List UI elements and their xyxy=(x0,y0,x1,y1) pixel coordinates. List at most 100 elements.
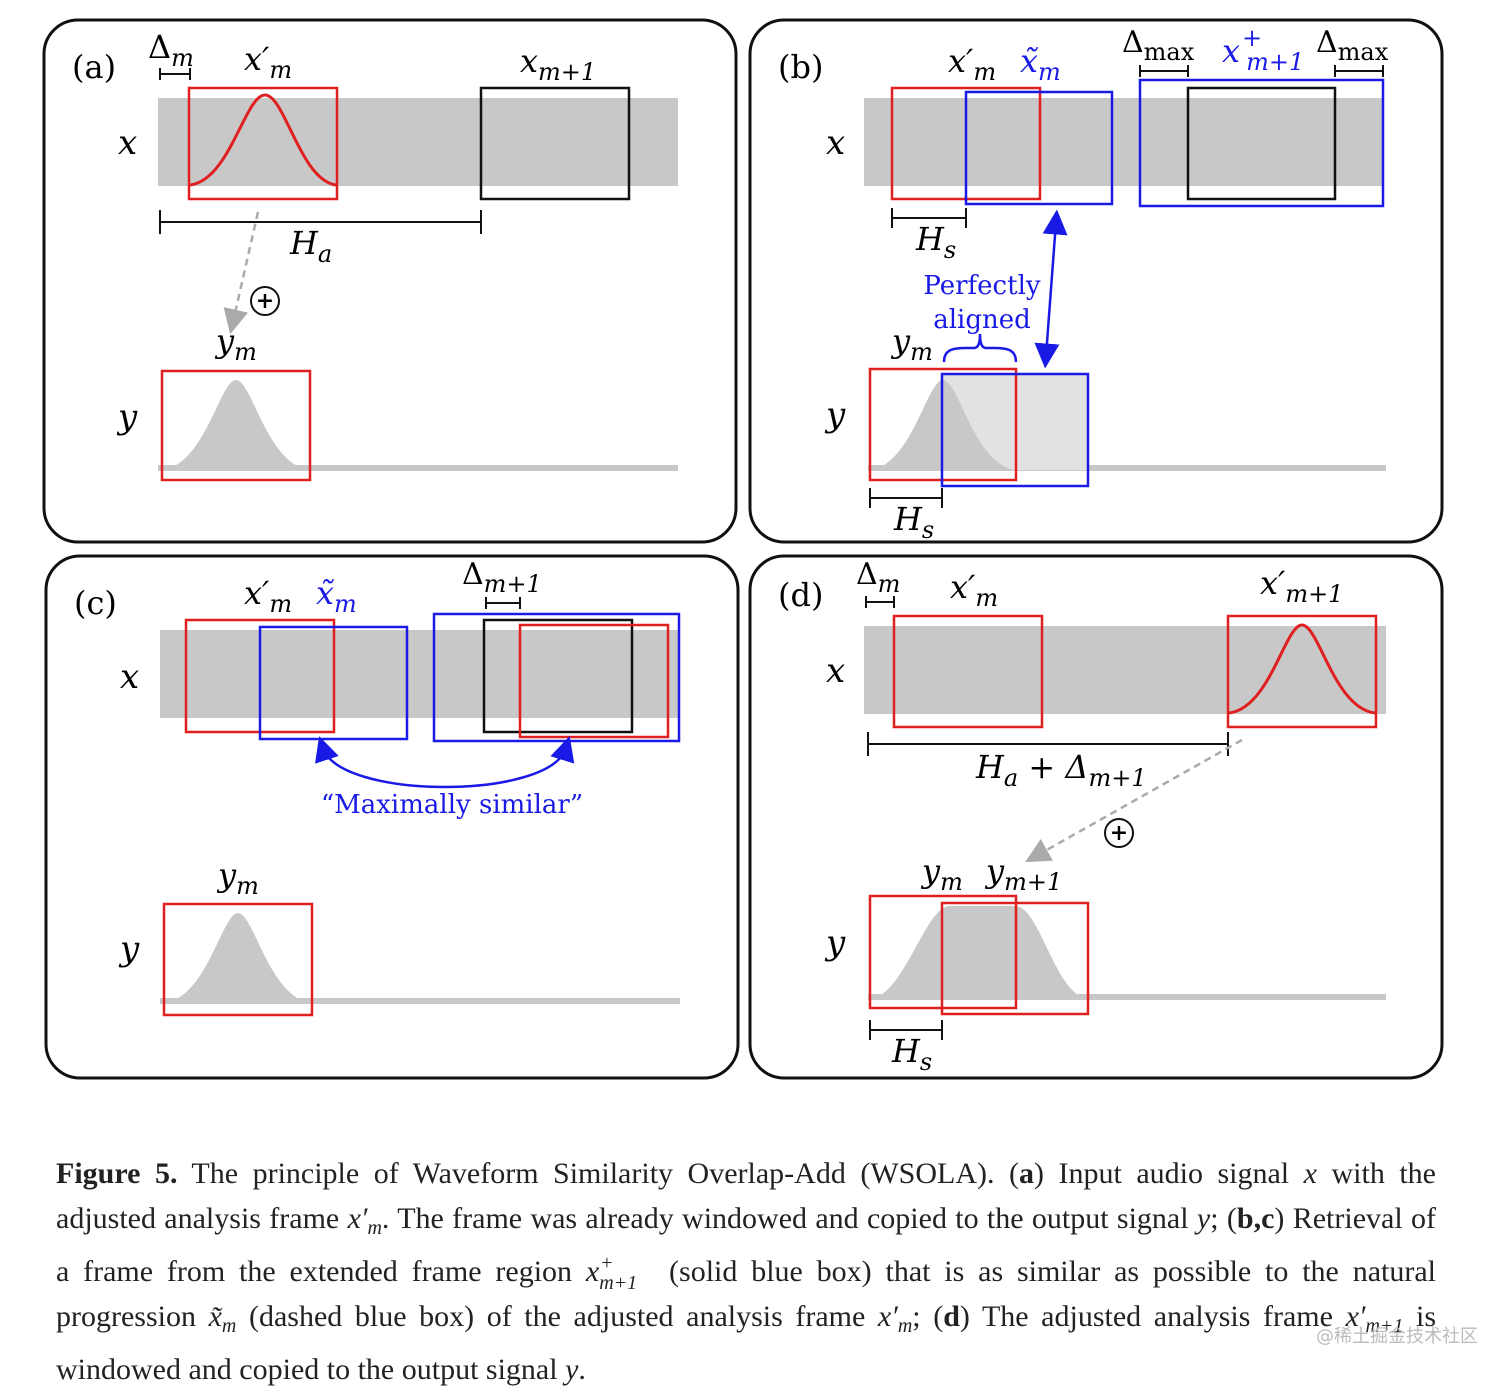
caption-y: y xyxy=(1196,1201,1211,1235)
figure-caption: Figure 5. The principle of Waveform Simi… xyxy=(56,1152,1436,1393)
panel-a-delta-label: Δm xyxy=(148,28,194,72)
caption-xp-sup: + xyxy=(601,1252,613,1274)
panel-a-next-frame-box xyxy=(479,86,631,201)
panel-b-alignment-brace xyxy=(942,333,1018,363)
panel-a-ha-label: Ha xyxy=(289,224,332,268)
caption-text-8: (dashed blue box) of the adjusted analys… xyxy=(236,1299,878,1333)
caption-xm-sub: m xyxy=(367,1216,382,1239)
panel-c-ym-label: ym xyxy=(216,856,259,900)
panel-d-overlap-add-icon xyxy=(1104,818,1134,848)
panel-b-aligned-label-1: Perfectly xyxy=(923,271,1040,301)
panel-d-delta-label: Δm xyxy=(856,557,900,598)
panel-d-output-baseline xyxy=(868,994,1386,1000)
panel-a-delta-bracket xyxy=(159,68,191,80)
panel-c: (c) x x′m x̃m Δm+1 “Maximally similar” y… xyxy=(44,554,740,1080)
panel-d-ym1-label: ym+1 xyxy=(984,852,1062,896)
panel-c-frame-tilde-label: x̃m xyxy=(316,574,357,618)
panel-d-input-signal-bar xyxy=(864,626,1386,714)
panel-a-tag: (a) xyxy=(72,48,116,86)
caption-a: a xyxy=(1018,1157,1034,1190)
caption-x: x xyxy=(1303,1157,1317,1190)
panel-a: (a) x Δm x′m xm+1 Ha + ym y xyxy=(42,18,738,544)
caption-text-7: (solid blue box) that is as similar as p… xyxy=(56,1255,1436,1333)
panel-a-analysis-frame-box xyxy=(187,86,339,201)
panel-d-shift-bracket xyxy=(867,732,1229,756)
panel-c-output-frame-box xyxy=(162,902,314,1017)
panel-a-plus-sign: + xyxy=(256,288,274,314)
panel-b-input-signal-bar xyxy=(864,98,1384,186)
caption-xm2-sub: m xyxy=(897,1314,913,1337)
caption-text-9: ; ( xyxy=(912,1299,944,1333)
panel-d-analysis-frame-box xyxy=(892,614,1044,729)
panel-b-ym-label: ym xyxy=(890,322,933,366)
panel-a-copy-arrow xyxy=(223,211,260,335)
caption-figure-label: Figure 5. xyxy=(56,1157,178,1190)
panel-d-output-window xyxy=(870,906,1088,999)
panel-b-hs-top-label: Hs xyxy=(915,220,956,264)
panel-d-y-label: y xyxy=(824,923,846,963)
panel-b-hs-bottom-label: Hs xyxy=(893,500,934,544)
panel-b-aligned-frame-box xyxy=(940,372,1090,488)
caption-text-3: with the adjusted analysis frame xyxy=(56,1157,1436,1235)
panel-c-similarity-arrow xyxy=(315,736,575,789)
caption-text-10: ) The adjusted analysis frame xyxy=(959,1299,1346,1333)
panel-c-x-label: x xyxy=(120,657,139,697)
caption-xm2: x′ xyxy=(877,1299,898,1333)
panel-b-delta-max-right-bracket xyxy=(1334,65,1384,77)
panel-d-plus-sign: + xyxy=(1110,820,1128,846)
panel-d: (d) x Δm x′m x′m+1 Ha + Δm+1 + ym ym+1 y xyxy=(748,554,1444,1080)
panel-d-hs-label: Hs xyxy=(891,1032,932,1076)
panel-b-delta-max-left-bracket xyxy=(1139,65,1189,77)
panel-a-window-curve xyxy=(189,93,337,187)
caption-xn-sub: m+1 xyxy=(1365,1314,1404,1337)
panel-a-x-label: x xyxy=(118,123,137,163)
panel-d-ym-label: ym xyxy=(920,852,963,896)
panel-a-frame-prime-label: x′m xyxy=(244,40,292,84)
panel-c-y-label: y xyxy=(118,929,140,969)
panel-d-hs-bracket xyxy=(869,1020,943,1040)
caption-bc: b,c xyxy=(1236,1201,1275,1235)
panel-d-next-prime-label: x′m+1 xyxy=(1260,564,1343,608)
panel-c-tag: (c) xyxy=(74,584,117,622)
panel-a-output-baseline xyxy=(158,465,678,471)
panel-c-delta-label: Δm+1 xyxy=(462,557,542,598)
panel-d-x-label: x xyxy=(826,651,845,691)
wsola-diagram: (a) x Δm x′m xm+1 Ha + ym y (b) x xyxy=(42,18,1444,1080)
panel-d-copy-arrow xyxy=(1025,738,1243,863)
caption-xp-sub: m+1 xyxy=(599,1272,638,1294)
caption-xp: x xyxy=(585,1255,600,1288)
panel-d-tag: (d) xyxy=(778,576,823,614)
panel-a-input-signal-bar xyxy=(158,98,678,186)
panel-c-border xyxy=(44,554,740,1080)
panel-b-extended-region-label: x+m+1 xyxy=(1222,24,1304,76)
panel-b-hs-top-bracket xyxy=(891,208,967,228)
panel-a-overlap-add-icon xyxy=(250,286,280,316)
panel-b-output-baseline xyxy=(868,465,1386,471)
caption-text-1: The principle of Waveform Similarity Ove… xyxy=(177,1157,1019,1190)
panel-a-output-window xyxy=(162,380,310,470)
caption-xp-scripts: +m+1 xyxy=(599,1252,655,1294)
panel-d-delta-bracket xyxy=(865,596,895,608)
panel-a-ha-bracket xyxy=(159,210,482,234)
panel-c-output-window xyxy=(164,913,312,1003)
panel-b-frame-prime-label: x′m xyxy=(948,42,996,86)
caption-xt-sub: m xyxy=(221,1314,237,1337)
panel-d-frame-prime-label: x′m xyxy=(950,568,998,612)
panel-d-shift-label: Ha + Δm+1 xyxy=(975,748,1147,792)
panel-b-alignment-arrow xyxy=(1034,209,1068,369)
panel-d-border xyxy=(748,554,1444,1080)
panel-b: (b) x x′m x̃m Δmax x+m+1 Δmax Hs Perfect… xyxy=(748,18,1444,544)
panel-b-delta-max-left-label: Δmax xyxy=(1122,25,1195,66)
caption-xn: x′ xyxy=(1345,1299,1366,1333)
panel-c-output-baseline xyxy=(160,998,680,1004)
watermark: @稀土掘金技术社区 xyxy=(1316,1326,1478,1347)
caption-text-12: . xyxy=(578,1353,586,1386)
panel-a-output-frame-box xyxy=(160,369,312,482)
panel-b-hs-bottom-bracket xyxy=(869,488,943,508)
panel-b-tag: (b) xyxy=(778,48,823,86)
panel-d-output-next-frame-box xyxy=(940,901,1090,1016)
panel-c-input-signal-bar xyxy=(160,630,680,718)
panel-b-x-label: x xyxy=(826,123,845,163)
caption-text-6: ) Retrieval of a frame from the extended… xyxy=(56,1201,1436,1289)
panel-c-frame-prime-label: x′m xyxy=(244,574,292,618)
